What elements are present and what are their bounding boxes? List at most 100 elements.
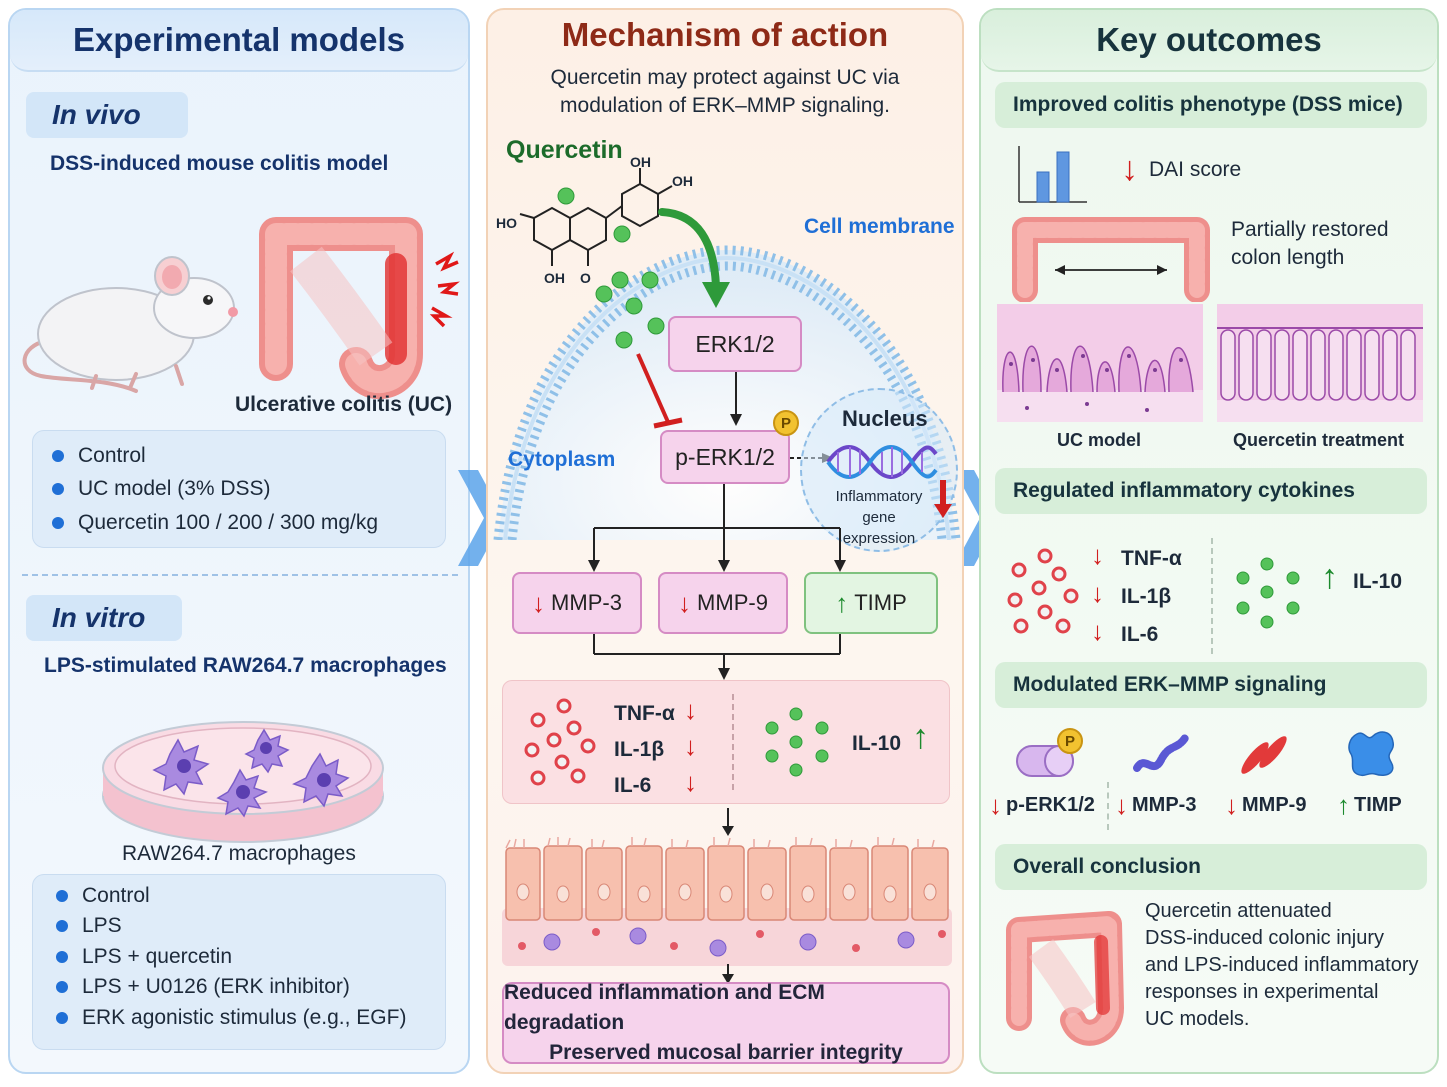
arrow-up-green-icon: ↑: [1321, 558, 1338, 596]
perk-box: p-ERK1/2: [660, 430, 790, 484]
oh-label: OH: [544, 270, 565, 286]
list-item: LPS + U0126 (ERK inhibitor): [56, 975, 350, 999]
arrow-up-green-icon: ↑: [912, 718, 929, 756]
panel-title-key-outcomes: Key outcomes: [981, 10, 1437, 72]
divider: [1107, 782, 1109, 830]
signal-item-perk: ↓ p-ERK1/2: [989, 790, 1095, 820]
experimental-models-panel: Experimental models In vivo DSS-induced …: [8, 8, 470, 1074]
list-item: UC model (3% DSS): [52, 477, 271, 501]
phospho-badge: P: [773, 410, 799, 436]
list-item: Control: [52, 444, 146, 468]
bullet-dot-icon: [52, 450, 64, 462]
down-arrows: ↓ ↓ ↓: [684, 692, 697, 800]
timp-box: ↑ TIMP: [804, 572, 938, 634]
arrow-down-red-icon: ↓: [1091, 578, 1104, 608]
oh-label: OH: [672, 173, 693, 189]
mmp3-protein-icon: [1133, 734, 1189, 772]
arrow-down-red-icon: ↓: [1115, 790, 1128, 820]
arrow-down-red-icon: ↓: [684, 695, 697, 725]
quercetin-label: Quercetin: [506, 136, 623, 164]
cytokine-down-list: TNF-α IL-1β IL-6: [1121, 547, 1182, 646]
mmp9-box: ↓ MMP-9: [658, 572, 788, 634]
petri-dish-icon: [102, 721, 384, 843]
mouse-icon: [22, 256, 238, 393]
in-vivo-subtitle: DSS-induced mouse colitis model: [50, 152, 389, 175]
arrow-down-icon: [722, 964, 734, 984]
bullet-dot-icon: [56, 890, 68, 902]
arrow-down-red-icon: ↓: [1091, 616, 1104, 646]
erk-box: ERK1/2: [668, 316, 802, 372]
arrow-down-icon: [730, 372, 742, 426]
membrane-label: Cell membrane: [804, 215, 955, 238]
in-vitro-groups: [32, 874, 446, 1050]
phospho-badge: P: [1057, 728, 1083, 754]
arrow-down-red-icon: ↓: [1225, 790, 1238, 820]
cytokine-dots-red-icon: [524, 698, 596, 786]
list-item: ERK agonistic stimulus (e.g., EGF): [56, 1006, 406, 1030]
bullet-dot-icon: [56, 951, 68, 963]
in-vitro-tag: In vitro: [26, 595, 182, 641]
oh-label: OH: [630, 154, 651, 170]
histology-label-quercetin: Quercetin treatment: [1233, 430, 1405, 450]
arrow-up-green-icon: ↑: [835, 587, 849, 618]
section-header-erk-mmp: Modulated ERK–MMP signaling: [995, 662, 1427, 708]
signal-item-mmp3: ↓ MMP-3: [1115, 790, 1197, 820]
arrow-down-icon: [722, 808, 734, 836]
bullet-dot-icon: [52, 517, 64, 529]
mechanism-panel: Mechanism of action Quercetin may protec…: [486, 8, 964, 1074]
dna-icon: [826, 445, 938, 479]
il10-label: IL-10: [1353, 570, 1403, 593]
section-header-conclusion: Overall conclusion: [995, 844, 1427, 890]
colon-length-label: Partially restored colon length: [1231, 218, 1389, 269]
bullet-dot-icon: [56, 1012, 68, 1024]
section-header-cytokines: Regulated inflammatory cytokines: [995, 468, 1427, 514]
conclusion-text: Quercetin attenuated DSS-induced colonic…: [1145, 900, 1419, 1030]
list-item: LPS: [56, 914, 122, 938]
merge-arrows-icon: [593, 634, 841, 680]
key-outcomes-panel: Key outcomes Improved colitis phenotype …: [979, 8, 1439, 1074]
cytokine-dots-green-icon: [1236, 557, 1300, 629]
cytokine-down-list: TNF-α IL-1β IL-6: [614, 702, 675, 797]
signal-item-timp: ↑ TIMP: [1337, 790, 1402, 820]
histology-label-uc: UC model: [1057, 430, 1142, 450]
bullet-dot-icon: [56, 981, 68, 993]
nucleus-label: Nucleus: [842, 406, 928, 431]
arrow-down-red-icon: ↓: [684, 731, 697, 761]
signal-item-mmp9: ↓ MMP-9: [1225, 790, 1307, 820]
mmp3-box: ↓ MMP-3: [512, 572, 642, 634]
list-item: LPS + quercetin: [56, 945, 232, 969]
arrow-down-red-icon: ↓: [678, 587, 692, 618]
il10-label: IL-10: [852, 732, 902, 755]
o-label: O: [580, 270, 591, 286]
bullet-dot-icon: [56, 920, 68, 932]
divider: [1211, 538, 1213, 654]
curved-arrow-icon: [658, 208, 730, 308]
arrow-down-red-icon: ↓: [1091, 540, 1104, 570]
list-item: Quercetin 100 / 200 / 300 mg/kg: [52, 511, 378, 535]
panel-title-experimental-models: Experimental models: [10, 10, 468, 72]
panel-title-mechanism: Mechanism of action: [561, 16, 889, 53]
arrow-down-red-icon: ↓: [989, 790, 1002, 820]
colon-icon: [259, 217, 460, 399]
mmp9-protein-icon: [1241, 736, 1287, 774]
gene-expression-label: Inflammatory gene expression: [835, 488, 923, 547]
arrow-down-red-icon: [934, 480, 952, 518]
mechanism-subtitle: Quercetin may protect against UC via mod…: [550, 66, 900, 117]
arrow-down-red-icon: ↓: [684, 767, 697, 797]
inhibition-icon: [636, 353, 683, 429]
colon-icon: [1006, 911, 1124, 1046]
in-vivo-groups: [32, 430, 446, 548]
dish-label: RAW264.7 macrophages: [122, 842, 356, 865]
quercetin-molecule-icon: [519, 168, 673, 266]
outcome-box: Reduced inflammation and ECM degradation…: [502, 981, 950, 1064]
bullet-dot-icon: [52, 483, 64, 495]
arrow-up-green-icon: ↑: [1337, 790, 1350, 820]
histology-icon: [1217, 304, 1423, 422]
cytokine-dots-red-icon: [1007, 548, 1079, 634]
in-vivo-tag: In vivo: [26, 92, 188, 138]
cytoplasm-label: Cytoplasm: [508, 448, 616, 471]
section-divider: [22, 574, 458, 576]
bar-chart-icon: [1018, 146, 1087, 203]
arrow-down-red-icon: ↓: [1121, 150, 1138, 188]
in-vitro-subtitle: LPS-stimulated RAW264.7 macrophages: [44, 654, 447, 677]
